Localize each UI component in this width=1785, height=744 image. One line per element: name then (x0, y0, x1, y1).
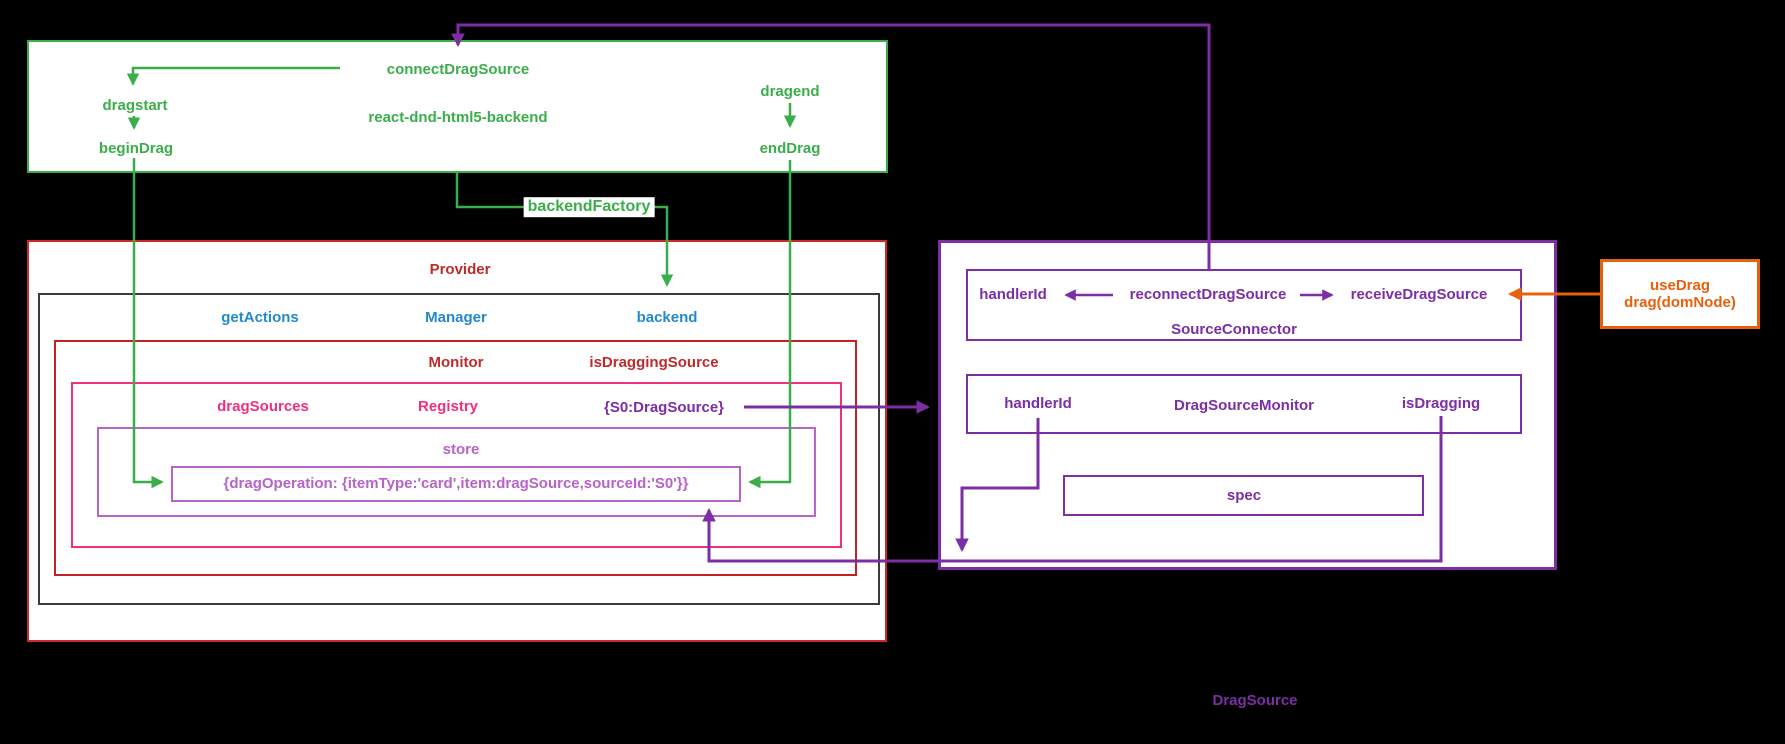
reconnect-drag-source-label: reconnectDragSource (1129, 285, 1287, 303)
store-title: store (442, 440, 480, 458)
is-dragging-label: isDragging (1401, 394, 1481, 412)
html5-backend-title: react-dnd-html5-backend (368, 108, 548, 126)
s0-drag-source-label: {S0:DragSource} (603, 398, 725, 416)
drag-operation-box (171, 466, 741, 502)
spec-title: spec (1226, 486, 1262, 504)
receive-drag-source-label: receiveDragSource (1350, 285, 1488, 303)
registry-title: Registry (417, 397, 479, 415)
sc-handler-id-label: handlerId (979, 285, 1047, 303)
dsm-handler-id-label: handlerId (1004, 394, 1072, 412)
source-connector-title: SourceConnector (1171, 320, 1297, 338)
drag-operation-label: {dragOperation: {itemType:'card',item:dr… (223, 474, 689, 492)
begin-drag-label: beginDrag (98, 139, 174, 157)
drag-domnode-label: drag(domNode) (1624, 294, 1736, 311)
drag-source-monitor-title: DragSourceMonitor (1173, 396, 1315, 414)
drag-sources-label: dragSources (217, 397, 309, 415)
get-actions-label: getActions (221, 308, 299, 326)
connect-drag-source-label: connectDragSource (386, 60, 530, 78)
source-connector-box (966, 269, 1522, 341)
drag-source-title: DragSource (1212, 691, 1298, 709)
provider-title: Provider (429, 260, 491, 278)
monitor-title: Monitor (428, 353, 484, 371)
is-dragging-source-label: isDraggingSource (589, 353, 719, 371)
backend-factory-label: backendFactory (523, 197, 655, 217)
manager-title: Manager (425, 308, 487, 326)
use-drag-label: useDrag (1649, 277, 1711, 294)
dragend-label: dragend (760, 82, 820, 100)
end-drag-label: endDrag (759, 139, 821, 157)
dragstart-label: dragstart (102, 96, 168, 114)
backend-label: backend (636, 308, 698, 326)
use-drag-box: useDrag drag(domNode) (1600, 259, 1760, 329)
